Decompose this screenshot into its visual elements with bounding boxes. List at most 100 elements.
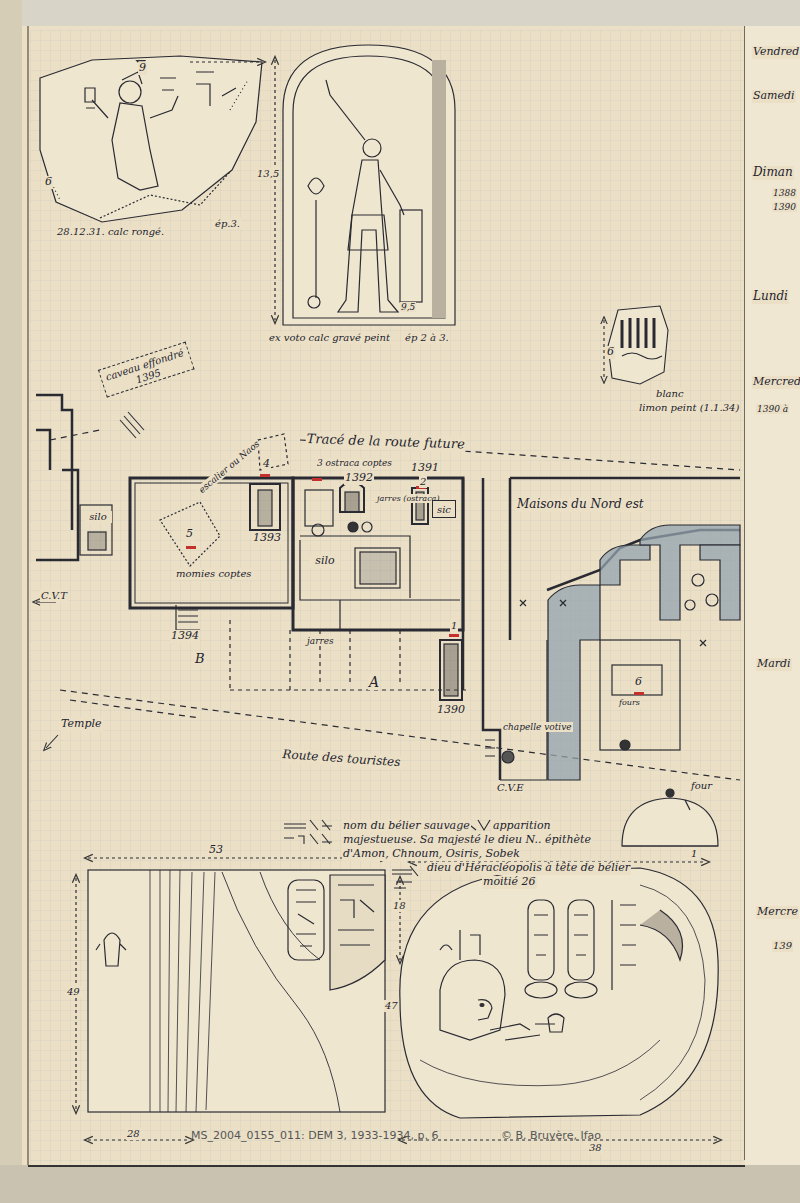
handwritten-label: C.V.E (496, 782, 524, 794)
sketch-stroke (76, 858, 400, 1140)
sketch-stroke (706, 594, 718, 606)
sketch-stroke (444, 644, 458, 696)
sketch-stroke (548, 525, 740, 780)
handwritten-label: 1390 (436, 704, 466, 717)
sketch-stroke (275, 45, 455, 325)
handwritten-label: Maisons du Nord est (516, 498, 645, 512)
sketch-stroke (604, 306, 668, 384)
sketch-stroke (525, 982, 557, 998)
sketch-stroke (548, 585, 600, 780)
sketch-stroke (600, 545, 650, 585)
sketch-stroke (296, 890, 316, 946)
sketch-stroke (305, 490, 333, 526)
handwritten-label: 49 (66, 986, 81, 998)
sketch-stroke (30, 30, 745, 1170)
sketch-stroke (260, 474, 270, 477)
sketch-stroke (640, 525, 740, 620)
sketch-stroke (230, 620, 470, 690)
sketch-stroke (480, 1004, 484, 1007)
sketch-stroke (85, 72, 236, 108)
sketch-stroke (535, 1014, 564, 1032)
sketch-stroke (634, 692, 644, 695)
sketch-stroke (308, 296, 320, 308)
handwritten-label: Mercred (752, 376, 800, 389)
handwritten-label: fours (618, 698, 641, 707)
sketch-stroke (685, 800, 690, 810)
sketch-stroke (400, 210, 422, 302)
sketch-stroke (96, 933, 126, 966)
sketch-stroke (36, 601, 56, 602)
sketch-stroke (326, 80, 365, 140)
handwritten-label: Vendred (752, 46, 800, 59)
sketch-stroke (362, 522, 372, 532)
sketch-stroke (0, 1165, 800, 1203)
handwritten-label: 6 (606, 346, 615, 359)
sketch-stroke (620, 740, 630, 750)
sketch-stroke (440, 640, 462, 700)
handwritten-label: moitié 26 (482, 876, 537, 889)
handwritten-label: blanc (655, 388, 685, 400)
sketch-stroke (284, 834, 332, 844)
sketch-stroke (300, 536, 460, 630)
handwritten-label: 28.12.31. calc rongé. (56, 226, 165, 238)
sketch-stroke (500, 640, 547, 780)
sketch-stroke (478, 1000, 492, 1020)
plan-room: sic (432, 500, 456, 518)
sketch-stroke (348, 215, 388, 250)
handwritten-label: 9,5 (400, 302, 416, 312)
sketch-stroke (312, 524, 324, 536)
sketch-stroke (338, 160, 398, 312)
handwritten-label: Diman (752, 166, 794, 180)
sketch-stroke (420, 1040, 660, 1086)
handwritten-label: majestueuse. Sa majesté le dieu N.. épit… (342, 834, 592, 847)
handwritten-label: 47 (384, 1000, 399, 1012)
sketch-stroke (520, 600, 706, 646)
sketch-stroke (50, 80, 248, 200)
sketch-stroke (130, 478, 293, 608)
sketch-stroke (88, 1139, 190, 1140)
sketch-stroke (60, 690, 740, 780)
sketch-stroke (293, 56, 445, 318)
handwritten-label: dieu d'Héracléopolis à tête de bélier (426, 862, 631, 875)
handwritten-label: Mardi (756, 658, 792, 671)
handwritten-label: chapelle votive (502, 722, 573, 732)
sketch-stroke (392, 866, 418, 888)
sketch-stroke (622, 798, 718, 846)
handwritten-label: 38 (588, 1142, 603, 1154)
handwritten-label: ép 2 à 3. (404, 332, 450, 344)
sketch-stroke (88, 532, 106, 550)
room-label: silo (310, 555, 340, 568)
handwritten-label: Lundi (752, 290, 789, 304)
sketch-stroke (622, 789, 718, 846)
handwritten-label: 1 (690, 848, 698, 860)
handwritten-label: Temple (60, 718, 103, 731)
handwritten-label: ex voto calc gravé peint (268, 332, 391, 344)
sketch-stroke (348, 522, 358, 532)
sketch-stroke (622, 318, 654, 348)
handwritten-label: 4 (262, 458, 271, 471)
sketch-stroke (338, 885, 374, 945)
handwritten-label: C.V.T (40, 590, 68, 602)
sketch-stroke (534, 915, 588, 955)
handwritten-label: Mercre (756, 906, 799, 919)
sketch-stroke (685, 600, 695, 610)
handwritten-label: 1390 à (756, 404, 789, 414)
sketch-stroke (485, 740, 495, 756)
handwritten-label: 18 (392, 900, 407, 912)
sketch-stroke (222, 872, 340, 1112)
sketch-stroke (92, 96, 178, 118)
sketch-stroke (27, 26, 29, 1175)
sketch-stroke (640, 910, 683, 960)
sketch-stroke (568, 900, 594, 980)
handwritten-label: 6 (44, 176, 53, 189)
sketch-stroke (283, 45, 455, 325)
sketch-stroke (355, 548, 400, 588)
sketch-stroke (380, 170, 404, 215)
sketch-stroke (250, 484, 280, 530)
handwritten-label: 6 (634, 676, 643, 689)
sketch-stroke (330, 875, 385, 990)
handwritten-label: 1392 (344, 472, 374, 485)
sketch-stroke (274, 60, 275, 320)
